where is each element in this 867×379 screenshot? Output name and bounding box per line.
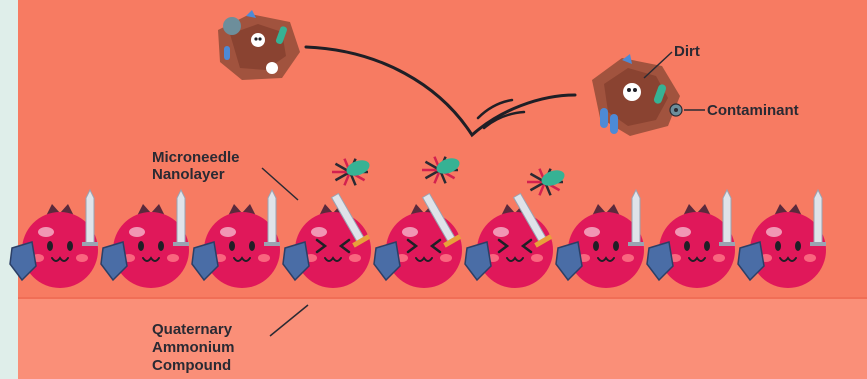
berry-eye — [67, 241, 73, 251]
sword-guard — [628, 242, 644, 246]
sword-blade — [177, 190, 185, 244]
berry-cheek — [76, 254, 88, 262]
dirt-label: Dirt — [674, 43, 700, 60]
germ-icon — [610, 114, 618, 134]
berry-eye — [158, 241, 164, 251]
germ-icon — [600, 108, 608, 128]
side-panel — [0, 0, 18, 379]
sword-blade — [632, 190, 640, 244]
berry-highlight — [38, 227, 54, 237]
berry-cheek — [440, 254, 452, 262]
microneedle-label-line2: Nanolayer — [152, 166, 225, 183]
berry-eye — [613, 241, 619, 251]
microneedle-label-line1: Microneedle — [152, 149, 240, 166]
sword-guard — [82, 242, 98, 246]
berry-highlight — [402, 227, 418, 237]
sword-blade — [723, 190, 731, 244]
berry-eye — [138, 241, 144, 251]
sword-guard — [173, 242, 189, 246]
berry-eye — [795, 241, 801, 251]
sword-guard — [810, 242, 826, 246]
berry-highlight — [766, 227, 782, 237]
contaminant-germ — [670, 104, 682, 116]
berry-highlight — [493, 227, 509, 237]
sword-blade — [86, 190, 94, 244]
sword-guard — [719, 242, 735, 246]
berry-highlight — [220, 227, 236, 237]
berry-eye — [249, 241, 255, 251]
berry-eye — [47, 241, 53, 251]
berry-cheek — [713, 254, 725, 262]
berry-highlight — [129, 227, 145, 237]
germ-icon — [223, 17, 241, 35]
sword-blade — [268, 190, 276, 244]
quat-label-line2: Ammonium — [152, 339, 235, 356]
berry-eye — [704, 241, 710, 251]
berry-cheek — [167, 254, 179, 262]
berry-cheek — [622, 254, 634, 262]
berry-highlight — [311, 227, 327, 237]
skull-germ-icon — [266, 62, 278, 74]
skull-germ-icon — [251, 33, 265, 47]
berry-cheek — [531, 254, 543, 262]
germ-icon — [224, 46, 230, 60]
sword-guard — [264, 242, 280, 246]
quat-label-line3: Compound — [152, 357, 231, 374]
berry-cheek — [258, 254, 270, 262]
berry-highlight — [675, 227, 691, 237]
quat-label-line1: Quaternary — [152, 321, 233, 338]
sword-blade — [814, 190, 822, 244]
skull-germ-icon — [623, 83, 641, 101]
berry-highlight — [584, 227, 600, 237]
berry-eye — [229, 241, 235, 251]
berry-eye — [775, 241, 781, 251]
contaminant-label: Contaminant — [707, 102, 799, 119]
floor-band — [18, 298, 867, 379]
berry-cheek — [804, 254, 816, 262]
berry-eye — [593, 241, 599, 251]
berry-cheek — [349, 254, 361, 262]
berry-eye — [684, 241, 690, 251]
